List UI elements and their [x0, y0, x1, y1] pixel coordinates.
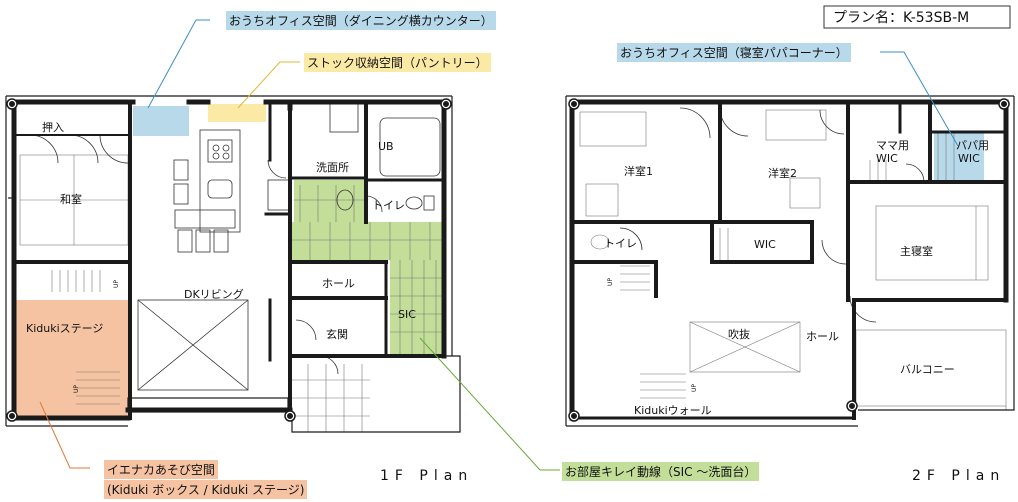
room-mama-wic-line1: ママ用: [876, 139, 909, 152]
callout-play-space-line2: (Kiduki ボックス / Kiduki ステージ): [104, 480, 308, 499]
floor2-doors: [619, 107, 925, 323]
room-kiduki-stage: Kidukiステージ: [26, 322, 103, 335]
plan-name: プラン名：K-53SB-M: [833, 10, 969, 26]
room-hall-2f: ホール: [806, 330, 839, 343]
floor1-title: 1F Plan: [380, 468, 473, 484]
callout-leaders: [39, 19, 959, 471]
callout-office-dining: おうちオフィス空間（ダイニング横カウンター）: [226, 11, 496, 30]
room-sic: SIC: [398, 308, 416, 321]
floor1-walls: [11, 99, 447, 421]
kiduki-wall-label: Kidukiウォール: [634, 404, 712, 417]
callout-clean-route: お部屋キレイ動線（SIC ～洗面台）: [562, 462, 760, 481]
room-hall-1f: ホール: [322, 277, 355, 290]
floor2-title: 2F Plan: [912, 468, 1005, 484]
room-shushinshitsu: 主寝室: [900, 244, 933, 258]
kiduki-stage-area: [14, 300, 130, 418]
room-oshiire: 押入: [42, 120, 64, 134]
room-washitsu: 和室: [60, 192, 82, 206]
room-balcony: バルコニー: [900, 363, 955, 376]
floor2-fixtures: [579, 109, 1007, 410]
pantry-area: [208, 104, 266, 122]
office-bedroom-papa-wic-area: [934, 132, 984, 180]
kitchen-fixtures: [137, 103, 441, 391]
stair-up-mark-1f-b: UP: [73, 385, 80, 393]
stair-up-mark-2f-a: UP: [607, 278, 614, 286]
room-yoshitsu2: 洋室2: [768, 166, 797, 180]
office-dining-counter-area: [133, 106, 189, 136]
clean-route-area-sic: [390, 260, 444, 356]
leader-office-bedroom: [880, 51, 959, 147]
floor1-tile-grid: [19, 154, 444, 432]
room-toilet-2f: トイレ: [604, 237, 637, 250]
leader-play-space: [39, 401, 90, 469]
room-papa-wic-line1: パパ用: [956, 139, 989, 152]
leader-stock-pantry: [237, 61, 300, 109]
callout-stock-pantry: ストック収納空間（パントリー）: [304, 53, 491, 72]
leader-clean-route: [419, 337, 560, 471]
plan-name-box: [823, 5, 1011, 29]
callout-play-space-line1: イエナカあそび空間: [104, 460, 218, 479]
stair-up-mark-1f-a: UP: [113, 280, 120, 288]
room-ub: UB: [378, 140, 394, 153]
floor2-outer-lines: [565, 95, 1015, 427]
leader-office-dining: [147, 19, 210, 109]
room-senmenjo: 洗面所: [316, 161, 349, 174]
callout-office-bedroom: おうちオフィス空間（寝室パパコーナー）: [617, 43, 851, 62]
clean-route-area-mid: [292, 222, 444, 260]
floor1-corner-posts: [6, 98, 452, 422]
room-genkan: 玄関: [326, 327, 348, 341]
floor2-walls: [569, 99, 1009, 421]
floor2-corner-posts: [568, 98, 1010, 422]
floor2-plan: 洋室1 洋室2 トイレ WIC ママ用 WIC パパ用 WIC 主寝室 吹抜 ホ…: [565, 95, 1015, 484]
room-fukinuke: 吹抜: [728, 327, 750, 341]
room-wic-2f: WIC: [754, 238, 776, 251]
clean-route-area-upper: [294, 180, 366, 222]
stair-up-mark-2f-b: UP: [691, 384, 698, 392]
room-toilet-1f: トイレ: [372, 199, 405, 212]
floor1-plan: 押入 和室 DKリビング Kidukiステージ 洗面所 UB トイレ ホール S…: [5, 95, 473, 484]
room-mama-wic-line2: WIC: [876, 152, 898, 165]
room-dk-living: DKリビング: [184, 287, 244, 301]
room-yoshitsu1: 洋室1: [624, 164, 653, 178]
floor1-outer-lines: [5, 95, 461, 433]
room-papa-wic-line2: WIC: [958, 152, 980, 165]
